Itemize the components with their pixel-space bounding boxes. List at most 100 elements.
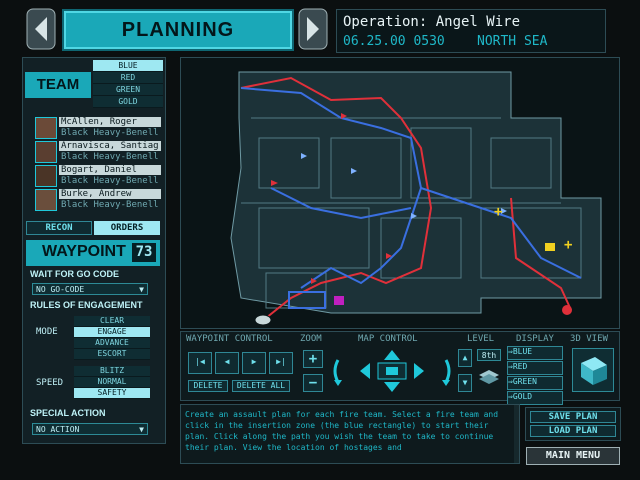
prev-arrow-button[interactable] <box>26 8 56 50</box>
list-item[interactable]: Bogart, Daniel Black Heavy-Benell <box>35 164 163 188</box>
forward-icon: ▶ <box>251 357 257 366</box>
exit-marker <box>562 305 572 315</box>
operation-location: NORTH SEA <box>477 34 548 49</box>
insertion-zone <box>288 291 326 309</box>
team-color-blue[interactable]: BLUE <box>93 60 163 72</box>
load-plan-button[interactable]: LOAD PLAN <box>530 425 616 437</box>
view3d-button[interactable] <box>572 348 614 392</box>
waypoint-marker <box>311 278 317 284</box>
speed-normal[interactable]: NORMAL <box>74 377 150 388</box>
waypoint-number: 73 <box>132 243 156 262</box>
main-menu-button[interactable]: MAIN MENU <box>526 447 620 465</box>
skip-forward-icon: ▶| <box>276 357 286 366</box>
member-kit: Black Heavy-Benell <box>61 176 159 186</box>
member-name: Arnavisca, Santiag <box>59 141 161 151</box>
team-color-list: BLUE RED GREEN GOLD <box>93 60 163 108</box>
operation-date: 06.25.00 0530 <box>343 34 445 49</box>
hostage-cross-icon: + <box>564 237 572 253</box>
mode-advance[interactable]: ADVANCE <box>74 338 150 349</box>
speed-safety[interactable]: SAFETY <box>74 388 150 399</box>
speed-blitz[interactable]: BLITZ <box>74 366 150 377</box>
delete-button[interactable]: DELETE <box>188 380 228 392</box>
member-kit: Black Heavy-Benell <box>61 152 159 162</box>
red-team-path-2 <box>510 197 572 311</box>
skip-back-icon: |◀ <box>195 357 205 366</box>
page-title-box: PLANNING <box>62 9 294 51</box>
pan-right-icon <box>414 363 424 379</box>
team-color-red[interactable]: RED <box>93 72 163 84</box>
list-item[interactable]: Burke, Andrew Black Heavy-Benell <box>35 188 163 212</box>
waypoint-marker <box>411 213 417 219</box>
waypoint-marker <box>351 168 357 174</box>
avatar <box>35 165 57 187</box>
instructions-text: Create an assault plan for each fire tea… <box>185 410 499 452</box>
display-gold[interactable]: ⇒GOLD <box>507 391 563 405</box>
display-blue[interactable]: ⇒BLUE <box>507 346 563 360</box>
member-name: Burke, Andrew <box>59 189 161 199</box>
mode-clear[interactable]: CLEAR <box>74 316 150 327</box>
blue-team-path-2 <box>420 187 582 279</box>
layers-icon <box>477 367 501 385</box>
team-label: TEAM <box>25 72 91 98</box>
target-marker <box>334 296 344 305</box>
floor-plan: + + <box>230 71 602 326</box>
arrow-up-icon: ▲ <box>462 353 468 362</box>
waypoint-marker <box>271 180 278 186</box>
mode-list: CLEAR ENGAGE ADVANCE ESCORT <box>74 316 150 360</box>
zoom-title: ZOOM <box>300 334 322 344</box>
list-item[interactable]: Arnavisca, Santiag Black Heavy-Benell <box>35 140 163 164</box>
member-name: Bogart, Daniel <box>59 165 161 175</box>
display-title: DISPLAY <box>516 334 554 344</box>
tab-recon[interactable]: RECON <box>26 221 92 235</box>
level-value: 8th <box>477 349 501 361</box>
display-green[interactable]: ⇒GREEN <box>507 376 563 390</box>
delete-all-button[interactable]: DELETE ALL <box>232 380 290 392</box>
next-waypoint-button[interactable]: ▶ <box>242 352 266 374</box>
display-red[interactable]: ⇒RED <box>507 361 563 375</box>
go-code-select[interactable]: NO GO-CODE ▼ <box>32 283 148 295</box>
mode-escort[interactable]: ESCORT <box>74 349 150 360</box>
map-pan-pad[interactable] <box>330 346 454 396</box>
blue-team-path-3 <box>270 187 412 220</box>
right-arrow-icon <box>298 8 328 50</box>
view3d-title: 3D VIEW <box>570 334 608 344</box>
red-team-path <box>240 76 433 319</box>
tactical-map[interactable]: + + <box>180 57 620 329</box>
instructions-scrollbar[interactable] <box>514 405 519 463</box>
waypoint-nav: |◀ ◀ ▶ ▶| <box>188 352 294 374</box>
mode-label: MODE <box>36 327 58 337</box>
avatar <box>35 117 57 139</box>
level-down-button[interactable]: ▼ <box>458 374 472 392</box>
team-color-gold[interactable]: GOLD <box>93 96 163 108</box>
avatar <box>35 141 57 163</box>
waypoint-marker <box>301 153 307 159</box>
left-arrow-icon <box>26 8 56 50</box>
tab-orders[interactable]: ORDERS <box>94 221 160 235</box>
prev-waypoint-button[interactable]: ◀ <box>215 352 239 374</box>
back-icon: ◀ <box>224 357 230 366</box>
special-action-title: SPECIAL ACTION <box>30 408 106 418</box>
waypoint-header: WAYPOINT 73 <box>26 240 160 266</box>
waypoint-control-title: WAYPOINT CONTROL <box>186 334 273 344</box>
pan-left-icon <box>360 363 370 379</box>
level-up-button[interactable]: ▲ <box>458 349 472 367</box>
building-outline <box>230 71 602 314</box>
go-code-value: NO GO-CODE <box>36 285 85 294</box>
first-waypoint-button[interactable]: |◀ <box>188 352 212 374</box>
last-waypoint-button[interactable]: ▶| <box>269 352 293 374</box>
next-arrow-button[interactable] <box>298 8 328 50</box>
hostage-marker <box>545 243 555 251</box>
speed-label: SPEED <box>36 378 64 388</box>
special-action-select[interactable]: NO ACTION ▼ <box>32 423 148 435</box>
zoom-out-button[interactable]: − <box>303 374 323 392</box>
member-kit: Black Heavy-Benell <box>61 128 159 138</box>
list-item[interactable]: McAllen, Roger Black Heavy-Benell <box>35 116 163 140</box>
save-plan-button[interactable]: SAVE PLAN <box>530 411 616 423</box>
waypoint-marker <box>341 113 347 119</box>
waypoint-marker <box>501 208 507 214</box>
zoom-in-button[interactable]: + <box>303 350 323 368</box>
display-list: ⇒BLUE ⇒RED ⇒GREEN ⇒GOLD <box>507 346 563 405</box>
page-title: PLANNING <box>121 19 235 41</box>
team-color-green[interactable]: GREEN <box>93 84 163 96</box>
mode-engage[interactable]: ENGAGE <box>74 327 150 338</box>
